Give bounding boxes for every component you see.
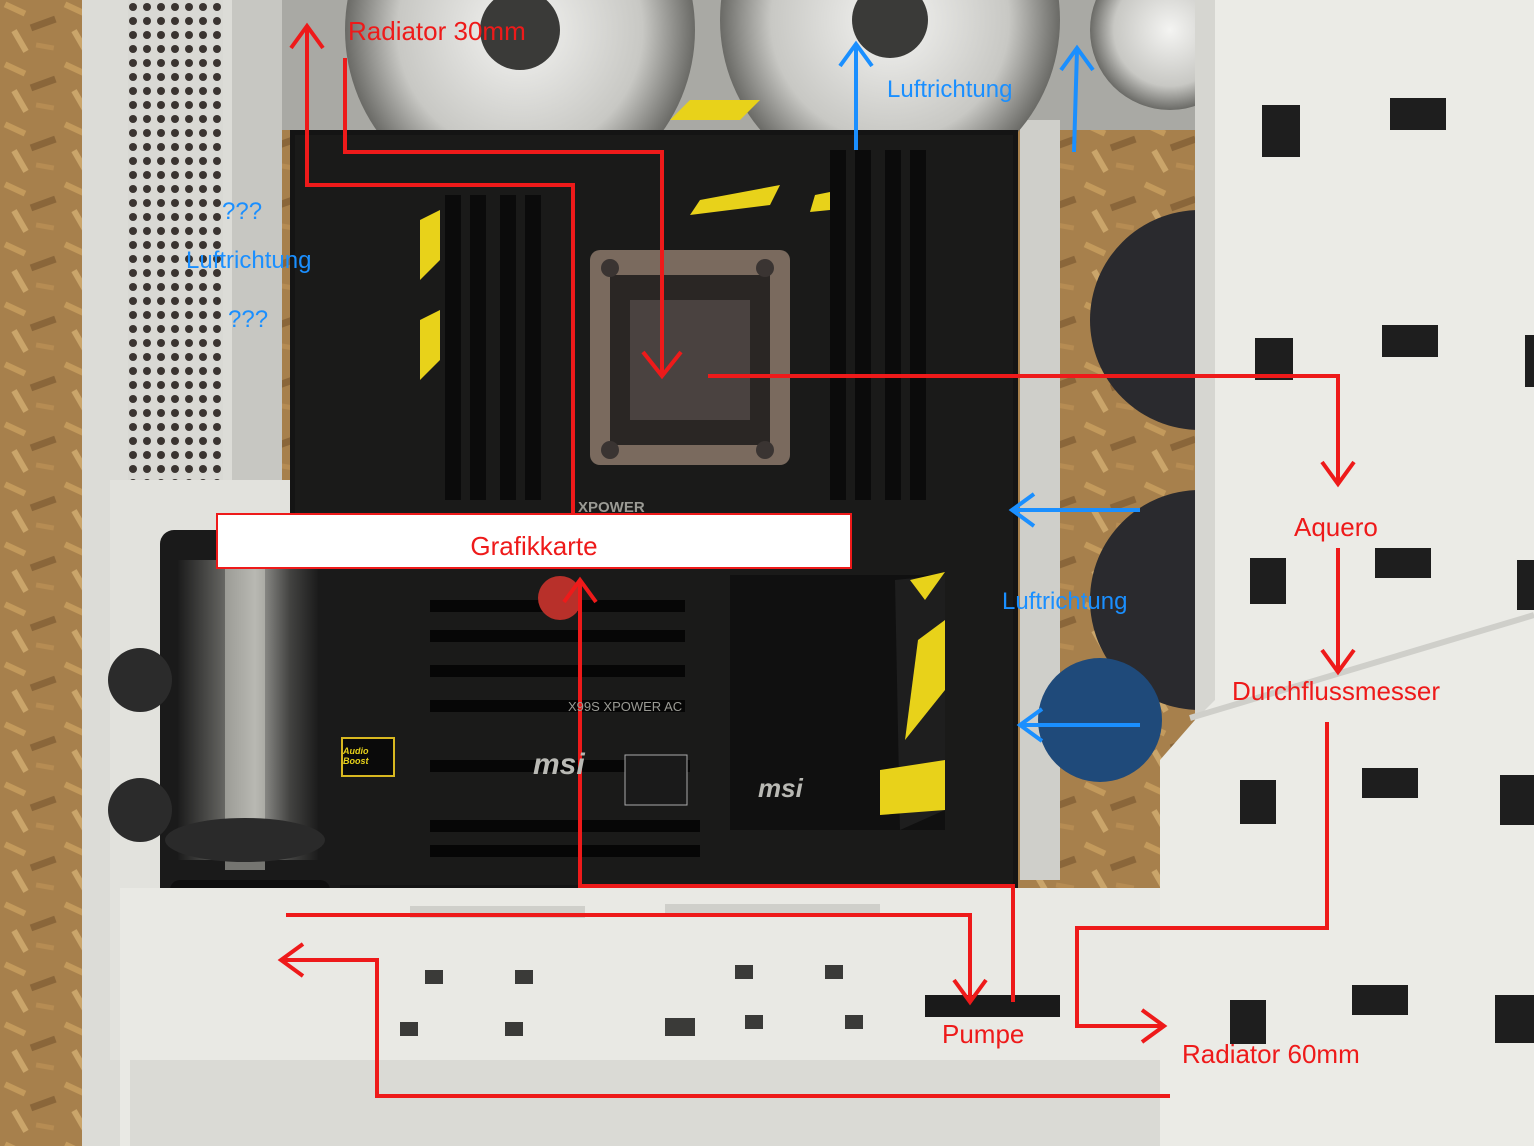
label-aquero: Aquero (1294, 512, 1378, 542)
label-unknown-1: ??? (222, 198, 263, 225)
loop-lines (277, 22, 1356, 1098)
board-model: X99S XPOWER AC (568, 699, 683, 714)
board-audio-boost: Audio Boost (343, 746, 369, 766)
label-airflow-top: Luftrichtung (887, 76, 1013, 103)
board-model-top: XPOWER (578, 499, 645, 516)
label-radiator-60mm: Radiator 60mm (1182, 1039, 1360, 1069)
graphics-card-box: Grafikkarte (216, 513, 852, 569)
label-airflow-right: Luftrichtung (1002, 588, 1128, 615)
label-graphics-card: Grafikkarte (470, 531, 598, 561)
label-pump: Pumpe (942, 1019, 1025, 1049)
label-unknown-2: ??? (228, 306, 269, 333)
label-flowmeter: Durchflussmesser (1232, 676, 1441, 706)
board-brand-heatsink: msi (758, 773, 803, 803)
label-airflow-left: Luftrichtung (186, 247, 312, 274)
label-radiator-30mm: Radiator 30mm (348, 16, 526, 46)
airflow-arrows (838, 40, 1140, 743)
board-brand-center: msi (533, 748, 585, 781)
